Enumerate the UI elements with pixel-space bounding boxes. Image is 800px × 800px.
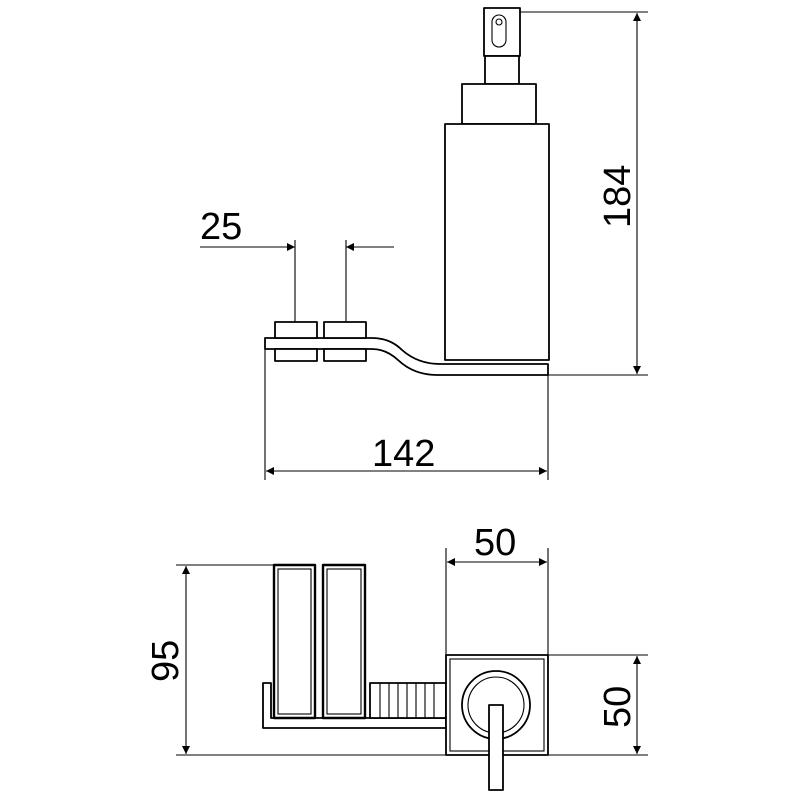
pump-nozzle [488, 704, 504, 791]
pump-slot [491, 14, 507, 48]
dim-25-label: 25 [200, 206, 242, 248]
dim-184-label: 184 [597, 165, 639, 228]
dim-50w-label: 50 [474, 522, 516, 564]
ribbed-section [369, 682, 447, 719]
pump-pin [495, 18, 503, 26]
bottle-collar [461, 83, 537, 125]
dim-50d-label: 50 [597, 686, 639, 728]
holder-bottom-left [274, 348, 318, 362]
holder-top-view-right-inner [326, 568, 362, 715]
pump-stem [484, 55, 520, 85]
holder-top-view-left-inner [277, 568, 312, 715]
side-view: 25 142 184 [200, 7, 648, 480]
holder-top-view-left [272, 563, 317, 720]
dim-142-label: 142 [372, 433, 435, 475]
holder-top-view-right [321, 563, 367, 720]
bottle-body [444, 123, 550, 361]
dim-95-label: 95 [145, 640, 187, 682]
holder-bottom-right [323, 348, 367, 362]
holder-top-left [274, 321, 318, 339]
top-view: 50 50 95 [145, 522, 648, 791]
ribs [379, 683, 435, 718]
holder-top-right [323, 321, 367, 339]
